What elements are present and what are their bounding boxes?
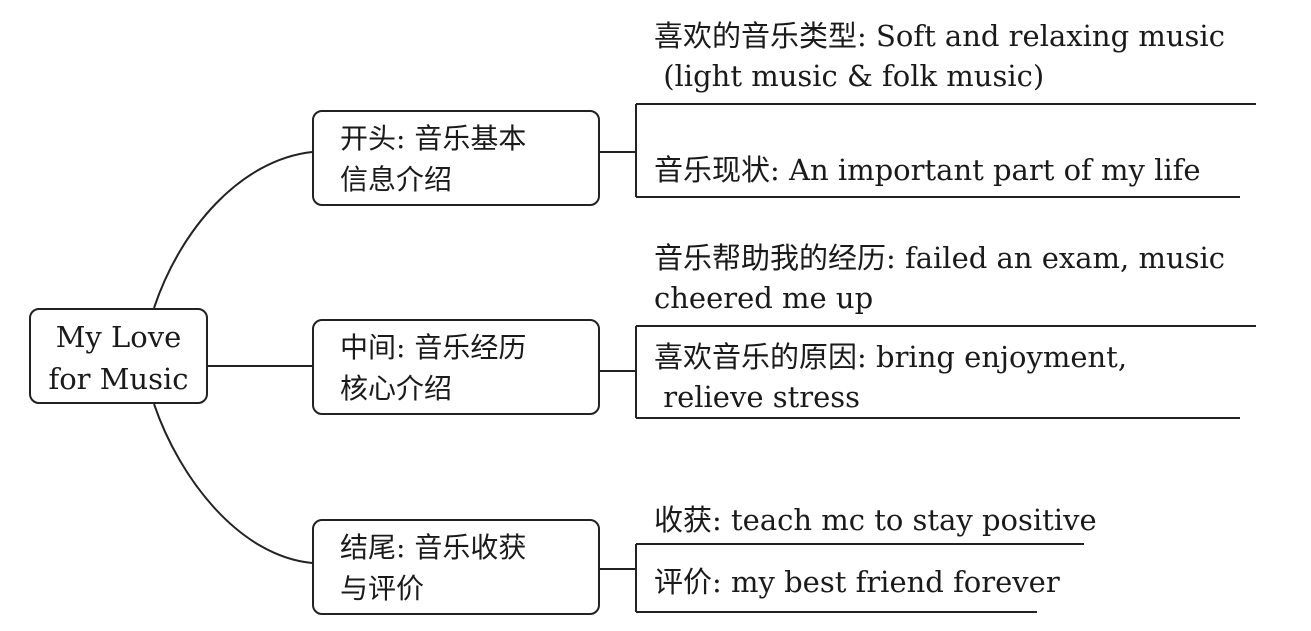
leaf-key: 喜欢音乐的原因 bbox=[654, 340, 858, 374]
leaf-key: 音乐现状 bbox=[654, 153, 771, 187]
connector-branch-1-to-leaves bbox=[600, 103, 1256, 198]
leaf-value: : my best friend forever bbox=[712, 565, 1060, 599]
leaf-value-continued: cheered me up bbox=[654, 281, 874, 315]
leaf-key: 收获 bbox=[654, 503, 713, 537]
leaf-music-type: 喜欢的音乐类型: Soft and relaxing music (light … bbox=[654, 16, 1225, 96]
leaf-key: 评价 bbox=[654, 565, 713, 599]
branch-title-line-2: 信息介绍 bbox=[340, 163, 453, 196]
connector-branch-2-to-leaves bbox=[600, 325, 1256, 419]
leaf-value: : Soft and relaxing music bbox=[857, 19, 1225, 53]
connector-root-to-branch-3 bbox=[153, 403, 313, 564]
connector-branch-3-to-leaves bbox=[600, 543, 1084, 613]
leaf-key: 喜欢的音乐类型 bbox=[654, 19, 858, 53]
leaf-gains: 收获: teach mc to stay positive bbox=[654, 500, 1097, 540]
root-title-line-2: for Music bbox=[48, 362, 189, 396]
root-title-line-1: My Love bbox=[55, 320, 182, 354]
branch-opening: 开头: 音乐基本 信息介绍 bbox=[312, 110, 600, 206]
leaf-value: : teach mc to stay positive bbox=[712, 503, 1097, 537]
leaf-evaluation: 评价: my best friend forever bbox=[654, 562, 1060, 602]
leaf-value-continued: relieve stress bbox=[654, 380, 861, 414]
branch-middle: 中间: 音乐经历 核心介绍 bbox=[312, 319, 600, 415]
branch-ending: 结尾: 音乐收获 与评价 bbox=[312, 519, 600, 615]
branch-title-line-2: 与评价 bbox=[340, 572, 425, 605]
leaf-reasons: 喜欢音乐的原因: bring enjoyment, relieve stress bbox=[654, 337, 1127, 417]
branch-title-line-1: 开头: 音乐基本 bbox=[340, 122, 527, 155]
branch-title-line-1: 结尾: 音乐收获 bbox=[340, 531, 527, 564]
root-topic: My Love for Music bbox=[29, 308, 208, 404]
leaf-value: : bring enjoyment, bbox=[857, 340, 1128, 374]
leaf-key: 音乐帮助我的经历 bbox=[654, 241, 887, 275]
leaf-music-status: 音乐现状: An important part of my life bbox=[654, 150, 1201, 190]
branch-title-line-2: 核心介绍 bbox=[340, 372, 453, 405]
connector-root-to-branch-1 bbox=[153, 151, 313, 309]
branch-title-line-1: 中间: 音乐经历 bbox=[340, 331, 527, 364]
leaf-value: : An important part of my life bbox=[770, 153, 1201, 187]
leaf-value-continued: (light music & folk music) bbox=[654, 59, 1045, 93]
leaf-music-experience: 音乐帮助我的经历: failed an exam, music cheered … bbox=[654, 238, 1225, 318]
leaf-value: : failed an exam, music bbox=[886, 241, 1226, 275]
